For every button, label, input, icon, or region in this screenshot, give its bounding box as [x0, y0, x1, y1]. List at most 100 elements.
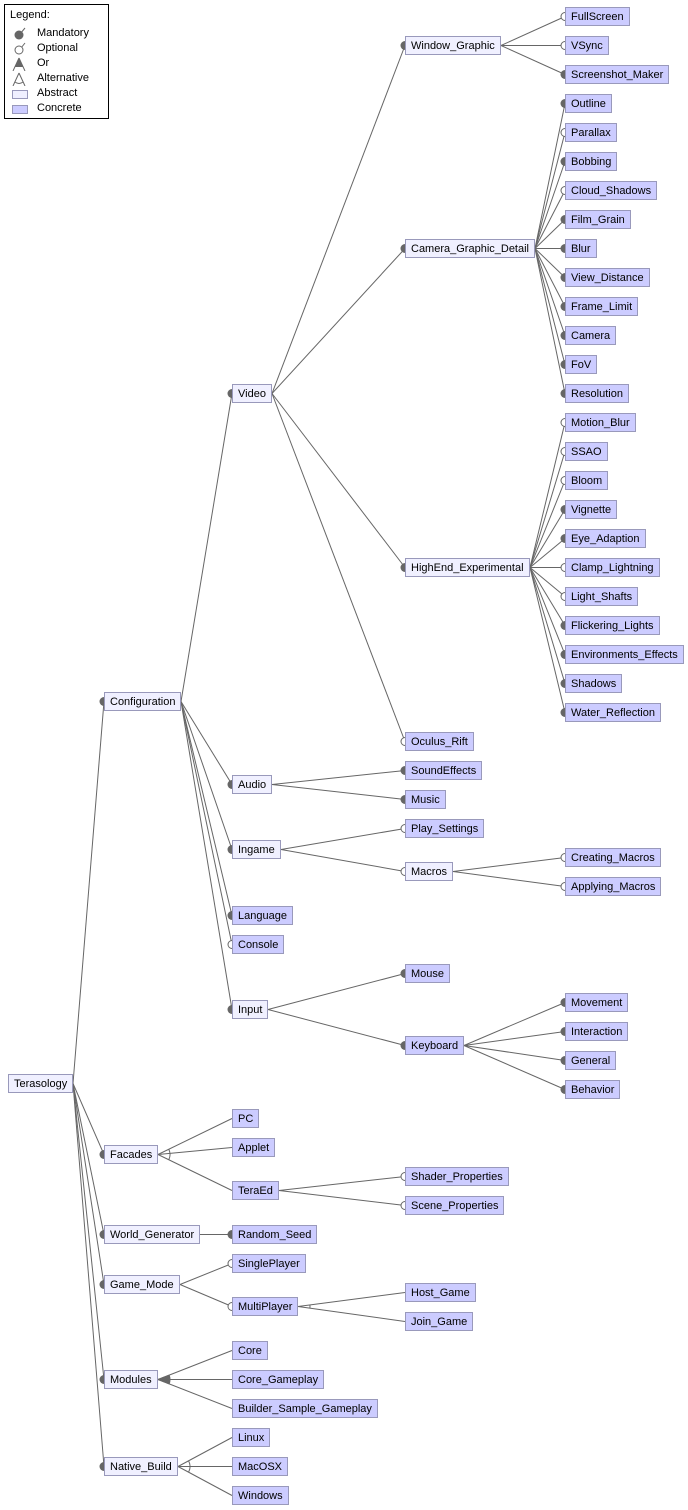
feature-multiplayer[interactable]: MultiPlayer [232, 1296, 299, 1316]
feature-view-distance[interactable]: View_Distance [565, 267, 650, 287]
feature-film-grain[interactable]: Film_Grain [565, 209, 631, 229]
mandatory-dot-icon [14, 27, 26, 40]
feature-vignette[interactable]: Vignette [565, 499, 618, 519]
edge-camera_graphic_detail-parallax [534, 132, 566, 249]
feature-bloom[interactable]: Bloom [565, 470, 609, 490]
feature-blur[interactable]: Blur [565, 238, 597, 258]
feature-shader-properties[interactable]: Shader_Properties [405, 1166, 509, 1186]
feature-cloud-shadows[interactable]: Cloud_Shadows [565, 180, 658, 200]
feature-input[interactable]: Input [232, 999, 269, 1019]
edge-configuration-console [180, 701, 233, 945]
feature-video[interactable]: Video [232, 383, 272, 403]
feature-random-seed[interactable]: Random_Seed [232, 1224, 318, 1244]
edge-terasology-configuration [72, 701, 105, 1084]
feature-flickering-lights[interactable]: Flickering_Lights [565, 615, 660, 635]
edge-highend_experimental-bloom [529, 480, 566, 568]
feature-terasology[interactable]: Terasology [8, 1073, 74, 1093]
feature-clamp-lightning[interactable]: Clamp_Lightning [565, 557, 660, 577]
alternative-group-marker [168, 1149, 171, 1160]
feature-behavior[interactable]: Behavior [565, 1079, 621, 1099]
edge-macros-creating_macros [452, 857, 566, 872]
feature-applet[interactable]: Applet [232, 1137, 276, 1157]
edge-camera_graphic_detail-bobbing [534, 161, 566, 249]
feature-language[interactable]: Language [232, 905, 293, 925]
feature-teraed[interactable]: TeraEd [232, 1180, 279, 1200]
edge-multiplayer-host_game [297, 1292, 406, 1307]
edge-keyboard-interaction [463, 1031, 566, 1046]
feature-scene-properties[interactable]: Scene_Properties [405, 1195, 505, 1215]
feature-audio[interactable]: Audio [232, 774, 273, 794]
feature-eye-adaption[interactable]: Eye_Adaption [565, 528, 646, 548]
edge-terasology-native_build [72, 1083, 105, 1467]
edge-video-oculus_rift [271, 393, 406, 742]
feature-singleplayer[interactable]: SinglePlayer [232, 1253, 306, 1273]
feature-motion-blur[interactable]: Motion_Blur [565, 412, 636, 432]
feature-applying-macros[interactable]: Applying_Macros [565, 876, 662, 896]
legend-label: Mandatory [37, 27, 89, 39]
feature-bobbing[interactable]: Bobbing [565, 151, 618, 171]
feature-fov[interactable]: FoV [565, 354, 598, 374]
feature-fullscreen[interactable]: FullScreen [565, 6, 630, 26]
feature-camera-graphic-detail[interactable]: Camera_Graphic_Detail [405, 238, 535, 258]
feature-music[interactable]: Music [405, 789, 446, 809]
feature-facades[interactable]: Facades [104, 1144, 159, 1164]
feature-mouse[interactable]: Mouse [405, 963, 451, 983]
edge-terasology-modules [72, 1083, 105, 1380]
feature-outline[interactable]: Outline [565, 93, 612, 113]
feature-join-game[interactable]: Join_Game [405, 1311, 474, 1331]
edge-facades-pc [157, 1118, 233, 1155]
feature-oculus-rift[interactable]: Oculus_Rift [405, 731, 474, 751]
edge-audio-soundeffects [271, 770, 406, 785]
edge-camera_graphic_detail-frame_limit [534, 248, 566, 307]
feature-vsync[interactable]: VSync [565, 35, 609, 55]
feature-light-shafts[interactable]: Light_Shafts [565, 586, 639, 606]
feature-core[interactable]: Core [232, 1340, 268, 1360]
edge-ingame-play_settings [280, 828, 406, 850]
edge-native_build-windows [177, 1466, 233, 1496]
feature-play-settings[interactable]: Play_Settings [405, 818, 485, 838]
edge-video-camera_graphic_detail [271, 248, 406, 394]
feature-screenshot-maker[interactable]: Screenshot_Maker [565, 64, 670, 84]
feature-keyboard[interactable]: Keyboard [405, 1035, 465, 1055]
edge-terasology-world_generator [72, 1083, 105, 1235]
feature-parallax[interactable]: Parallax [565, 122, 617, 142]
feature-resolution[interactable]: Resolution [565, 383, 629, 403]
feature-macosx[interactable]: MacOSX [232, 1456, 289, 1476]
feature-macros[interactable]: Macros [405, 861, 454, 881]
feature-movement[interactable]: Movement [565, 992, 629, 1012]
edge-ingame-macros [280, 849, 406, 872]
feature-shadows[interactable]: Shadows [565, 673, 623, 693]
feature-creating-macros[interactable]: Creating_Macros [565, 847, 661, 867]
feature-builder-sample-gameplay[interactable]: Builder_Sample_Gameplay [232, 1398, 378, 1418]
edge-camera_graphic_detail-camera [534, 248, 566, 336]
edge-terasology-facades [72, 1083, 105, 1155]
edge-terasology-game_mode [72, 1083, 105, 1285]
feature-world-generator[interactable]: World_Generator [104, 1224, 201, 1244]
feature-interaction[interactable]: Interaction [565, 1021, 629, 1041]
feature-core-gameplay[interactable]: Core_Gameplay [232, 1369, 325, 1389]
feature-general[interactable]: General [565, 1050, 617, 1070]
feature-windows[interactable]: Windows [232, 1485, 289, 1505]
edge-configuration-video [180, 393, 233, 702]
feature-camera[interactable]: Camera [565, 325, 617, 345]
feature-pc[interactable]: PC [232, 1108, 260, 1128]
feature-environments-effects[interactable]: Environments_Effects [565, 644, 684, 664]
feature-game-mode[interactable]: Game_Mode [104, 1274, 180, 1294]
feature-soundeffects[interactable]: SoundEffects [405, 760, 483, 780]
feature-console[interactable]: Console [232, 934, 285, 954]
feature-linux[interactable]: Linux [232, 1427, 271, 1447]
feature-water-reflection[interactable]: Water_Reflection [565, 702, 661, 722]
edge-camera_graphic_detail-fov [534, 248, 566, 365]
feature-configuration[interactable]: Configuration [104, 691, 182, 711]
feature-native-build[interactable]: Native_Build [104, 1456, 178, 1476]
feature-frame-limit[interactable]: Frame_Limit [565, 296, 639, 316]
legend-label: Concrete [37, 102, 82, 114]
feature-highend-experimental[interactable]: HighEnd_Experimental [405, 557, 530, 577]
feature-modules[interactable]: Modules [104, 1369, 158, 1389]
feature-host-game[interactable]: Host_Game [405, 1282, 476, 1302]
edge-keyboard-movement [463, 1002, 566, 1046]
feature-window-graphic[interactable]: Window_Graphic [405, 35, 501, 55]
legend-label: Abstract [37, 87, 78, 99]
feature-ingame[interactable]: Ingame [232, 839, 281, 859]
feature-ssao[interactable]: SSAO [565, 441, 608, 461]
